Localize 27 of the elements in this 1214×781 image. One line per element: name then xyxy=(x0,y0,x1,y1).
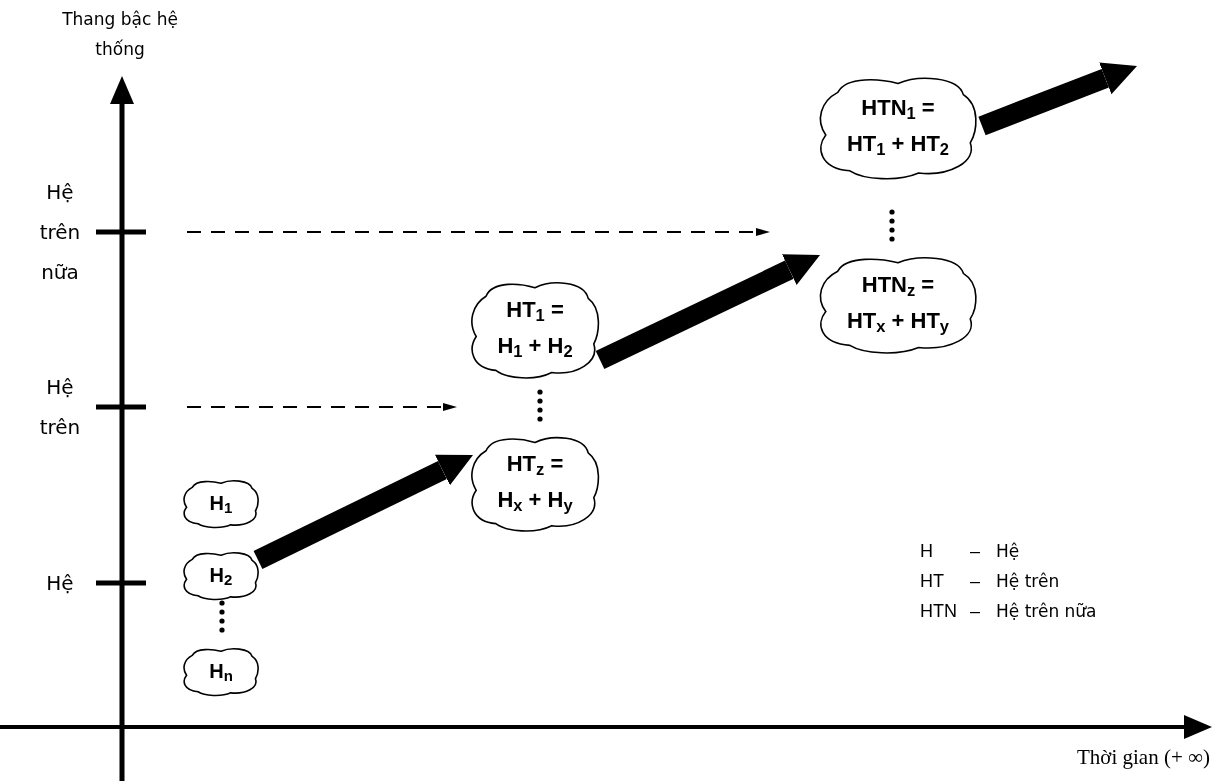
block-arrow xyxy=(253,454,473,569)
dash-separator: – xyxy=(970,540,981,563)
axis-title: Thang bậc hệ thống xyxy=(61,8,179,61)
abbreviation-meaning: Hệ trên nữa xyxy=(996,600,1097,623)
formula-text: HTN$_{1}$ = HT$_{1}$ + HT$_{2}$ xyxy=(845,93,951,161)
formula-text: HT$_{z}$ = H$_{x}$ + H$_{y}$ xyxy=(496,449,574,517)
axis-title: Thời gian (+ ∞) xyxy=(1076,744,1210,771)
cloud-shape xyxy=(180,645,262,697)
abbreviation: HTN xyxy=(920,600,958,623)
abbreviation-meaning: Hệ trên xyxy=(996,570,1061,593)
abbreviation-meaning: Hệ xyxy=(996,540,1021,563)
formula-text: H$_{n}$ xyxy=(209,658,233,687)
formula-text: HTN$_{z}$ = HT$_{x}$ + HT$_{y}$ xyxy=(845,270,951,338)
formula-text: H$_{2}$ xyxy=(209,562,233,591)
dash-separator: – xyxy=(970,570,981,593)
dash-separator: – xyxy=(970,600,981,623)
cloud-shape xyxy=(180,477,262,529)
cloud-shape xyxy=(180,549,262,601)
level-label: Hệ trên nữa xyxy=(38,179,82,286)
level-label: Hệ xyxy=(45,570,75,597)
abbreviation: HT xyxy=(920,570,945,593)
block-arrow xyxy=(595,254,820,370)
abbreviation: H xyxy=(920,540,934,563)
block-arrow xyxy=(978,62,1137,136)
level-label: Hệ trên xyxy=(38,374,82,441)
formula-text: HT$_{1}$ = H$_{1}$ + H$_{2}$ xyxy=(496,295,574,363)
formula-text: H$_{1}$ xyxy=(209,490,233,519)
